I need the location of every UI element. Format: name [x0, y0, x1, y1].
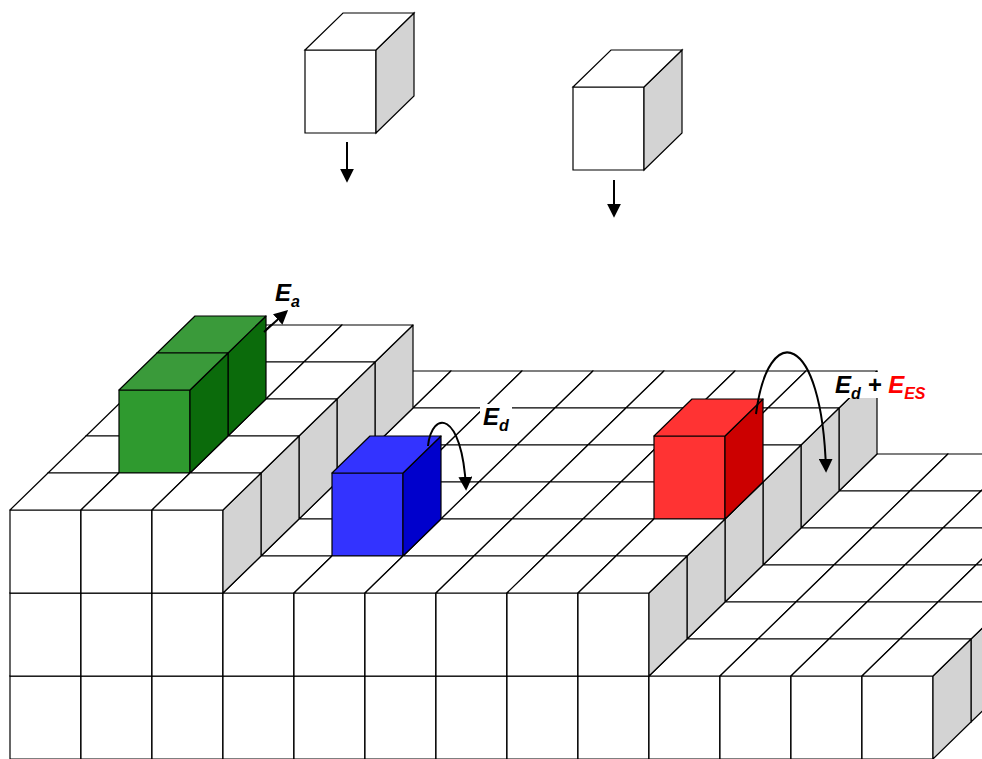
cube-face [305, 50, 376, 133]
cube-face [266, 362, 375, 399]
cube-face [332, 436, 441, 473]
falling-atoms [305, 13, 682, 170]
cube-face [507, 676, 578, 759]
cube-face [365, 593, 436, 676]
deposition-arrow [613, 180, 615, 215]
cube-face [223, 676, 294, 759]
cube-face [578, 593, 649, 676]
cube-face [900, 602, 982, 639]
cube-face [304, 325, 413, 362]
falling-cube [305, 13, 414, 133]
cube-face [365, 676, 436, 759]
cube-face [119, 353, 228, 390]
cube-face [305, 13, 414, 50]
falling-cube [573, 50, 682, 170]
cube-face [573, 50, 682, 87]
cube-face [862, 639, 971, 676]
cube-face [976, 528, 982, 565]
cube-face [905, 528, 982, 565]
cube-face [436, 593, 507, 676]
cube-face [649, 676, 720, 759]
cube-face [10, 593, 81, 676]
hop-arrow [756, 352, 826, 470]
cube-face [294, 593, 365, 676]
cube-face [436, 676, 507, 759]
cube-face [152, 676, 223, 759]
substrate-cube [862, 639, 971, 759]
energy-label: Ea [272, 280, 303, 306]
cube-face [578, 556, 687, 593]
cube-face [152, 510, 223, 593]
adatom-cube [332, 436, 441, 556]
cube-face [578, 676, 649, 759]
hop-arrow [428, 423, 466, 488]
substrate-cube [152, 473, 261, 593]
cube-face [10, 510, 81, 593]
cube-face [81, 510, 152, 593]
cube-face [938, 565, 982, 602]
cube-face [152, 473, 261, 510]
cube-face [507, 593, 578, 676]
cube-face [573, 87, 644, 170]
adatom-cube [119, 353, 228, 473]
hop-arrows [264, 142, 826, 488]
cube-face [294, 676, 365, 759]
cube-face [862, 676, 933, 759]
crystal-surface [10, 316, 982, 759]
hop-arrow [264, 312, 286, 332]
cube-face [943, 491, 982, 528]
substrate-cube [578, 556, 687, 676]
cube-face [910, 454, 982, 491]
cube-face [791, 676, 862, 759]
cube-face [152, 593, 223, 676]
cube-face [81, 676, 152, 759]
cube-face [223, 593, 294, 676]
cube-face [981, 454, 982, 491]
energy-label: Ed + EES [832, 372, 929, 398]
cube-face [720, 676, 791, 759]
deposition-arrow [346, 142, 348, 180]
cube-face [157, 316, 266, 353]
cube-face [332, 473, 403, 556]
cube-face [616, 519, 725, 556]
cube-face [81, 593, 152, 676]
cube-face [654, 399, 763, 436]
cube-face [654, 436, 725, 519]
energy-label: Ed [480, 404, 512, 430]
cube-face [119, 390, 190, 473]
cube-face [10, 676, 81, 759]
adatom-cube [654, 399, 763, 519]
